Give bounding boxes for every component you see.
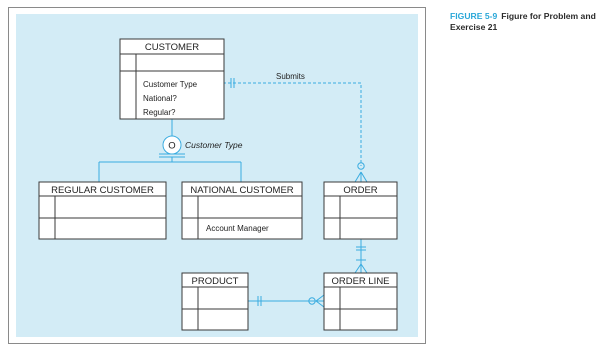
entity-title: CUSTOMER [145, 42, 199, 53]
entity-customer: CUSTOMER Customer Type National? Regular… [119, 38, 225, 120]
entity-box [181, 272, 249, 331]
entity-box [119, 38, 225, 120]
attribute-national: National? [143, 94, 177, 103]
disjoint-circle [162, 135, 182, 155]
diagram-panel: O Customer Type Submits CUSTOMER Custome… [16, 14, 418, 337]
attribute-regular: Regular? [143, 108, 176, 117]
entity-box [323, 272, 398, 331]
orderline-crow-right [360, 263, 368, 274]
entity-title: PRODUCT [192, 276, 239, 287]
product-crow-top [315, 294, 325, 302]
submits-crow-left [354, 171, 362, 183]
discriminator-label: Customer Type [185, 140, 243, 150]
entity-box [181, 181, 303, 240]
entity-title: ORDER LINE [331, 276, 389, 287]
orderline-crow-left [354, 263, 362, 274]
entity-box [38, 181, 167, 240]
attribute-customer-type: Customer Type [143, 80, 198, 89]
entity-title: NATIONAL CUSTOMER [190, 185, 293, 196]
figure-number: FIGURE 5-9 [450, 11, 498, 21]
attribute-account-manager: Account Manager [206, 224, 269, 233]
entity-regular-customer: REGULAR CUSTOMER [38, 181, 167, 240]
figure-caption-text: Figure for Problem and Exercise 21 [450, 11, 596, 32]
entity-order: ORDER [323, 181, 398, 240]
disjoint-symbol: O [168, 141, 175, 152]
connectors [98, 78, 368, 308]
product-crow-bottom [315, 300, 325, 308]
entity-title: ORDER [343, 185, 377, 196]
er-diagram: O Customer Type Submits CUSTOMER Custome… [38, 38, 398, 331]
submits-optional-circle [357, 162, 365, 170]
entity-product: PRODUCT [181, 272, 249, 331]
entity-order-line: ORDER LINE [323, 272, 398, 331]
figure-frame: O Customer Type Submits CUSTOMER Custome… [8, 7, 426, 344]
submits-label: Submits [276, 72, 305, 81]
entity-box [323, 181, 398, 240]
submits-line [218, 82, 362, 166]
product-optional-circle [308, 297, 316, 305]
submits-crow-right [360, 171, 368, 183]
entity-title: REGULAR CUSTOMER [51, 185, 154, 196]
entity-national-customer: NATIONAL CUSTOMER Account Manager [181, 181, 303, 240]
